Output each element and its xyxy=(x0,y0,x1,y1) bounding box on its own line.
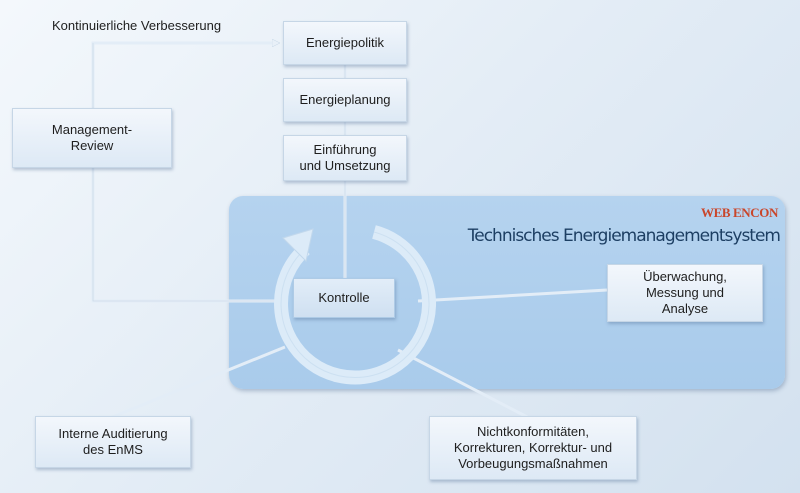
box-ueberwachung-label: Überwachung, Messung und Analyse xyxy=(643,269,727,316)
connector-ueberwachung xyxy=(417,288,608,303)
box-auditierung: Interne Auditierung des EnMS xyxy=(35,416,191,468)
box-management-review-label: Management- Review xyxy=(51,122,133,153)
box-kontrolle: Kontrolle xyxy=(293,278,395,318)
box-auditierung-label: Interne Auditierung des EnMS xyxy=(58,426,168,457)
box-energiepolitik-label: Energiepolitik xyxy=(305,35,385,50)
box-energieplanung-label: Energieplanung xyxy=(299,92,391,107)
box-nichtkonformitaeten: Nichtkonformitäten, Korrekturen, Korrekt… xyxy=(429,416,637,480)
feedback-loop-connector xyxy=(91,43,278,303)
continuous-improvement-label: Kontinuierliche Verbesserung xyxy=(52,18,222,33)
box-kontrolle-label: Kontrolle xyxy=(318,290,370,305)
box-energieplanung: Energieplanung xyxy=(283,78,407,122)
box-nichtkonformitaeten-label: Nichtkonformitäten, Korrekturen, Korrekt… xyxy=(453,424,613,471)
brand-logo: WEB ENCON xyxy=(701,205,778,220)
box-einfuehrung: Einführung und Umsetzung xyxy=(283,135,407,181)
system-title: Technisches Energiemanagementsystem xyxy=(467,226,781,246)
box-energiepolitik: Energiepolitik xyxy=(283,21,407,65)
box-einfuehrung-label: Einführung und Umsetzung xyxy=(299,142,391,173)
box-ueberwachung: Überwachung, Messung und Analyse xyxy=(607,264,763,322)
box-management-review: Management- Review xyxy=(12,108,172,168)
cycle-arrowhead xyxy=(282,228,314,263)
connector-auditierung xyxy=(109,345,286,420)
connector-nichtkonformitaeten xyxy=(397,348,534,422)
